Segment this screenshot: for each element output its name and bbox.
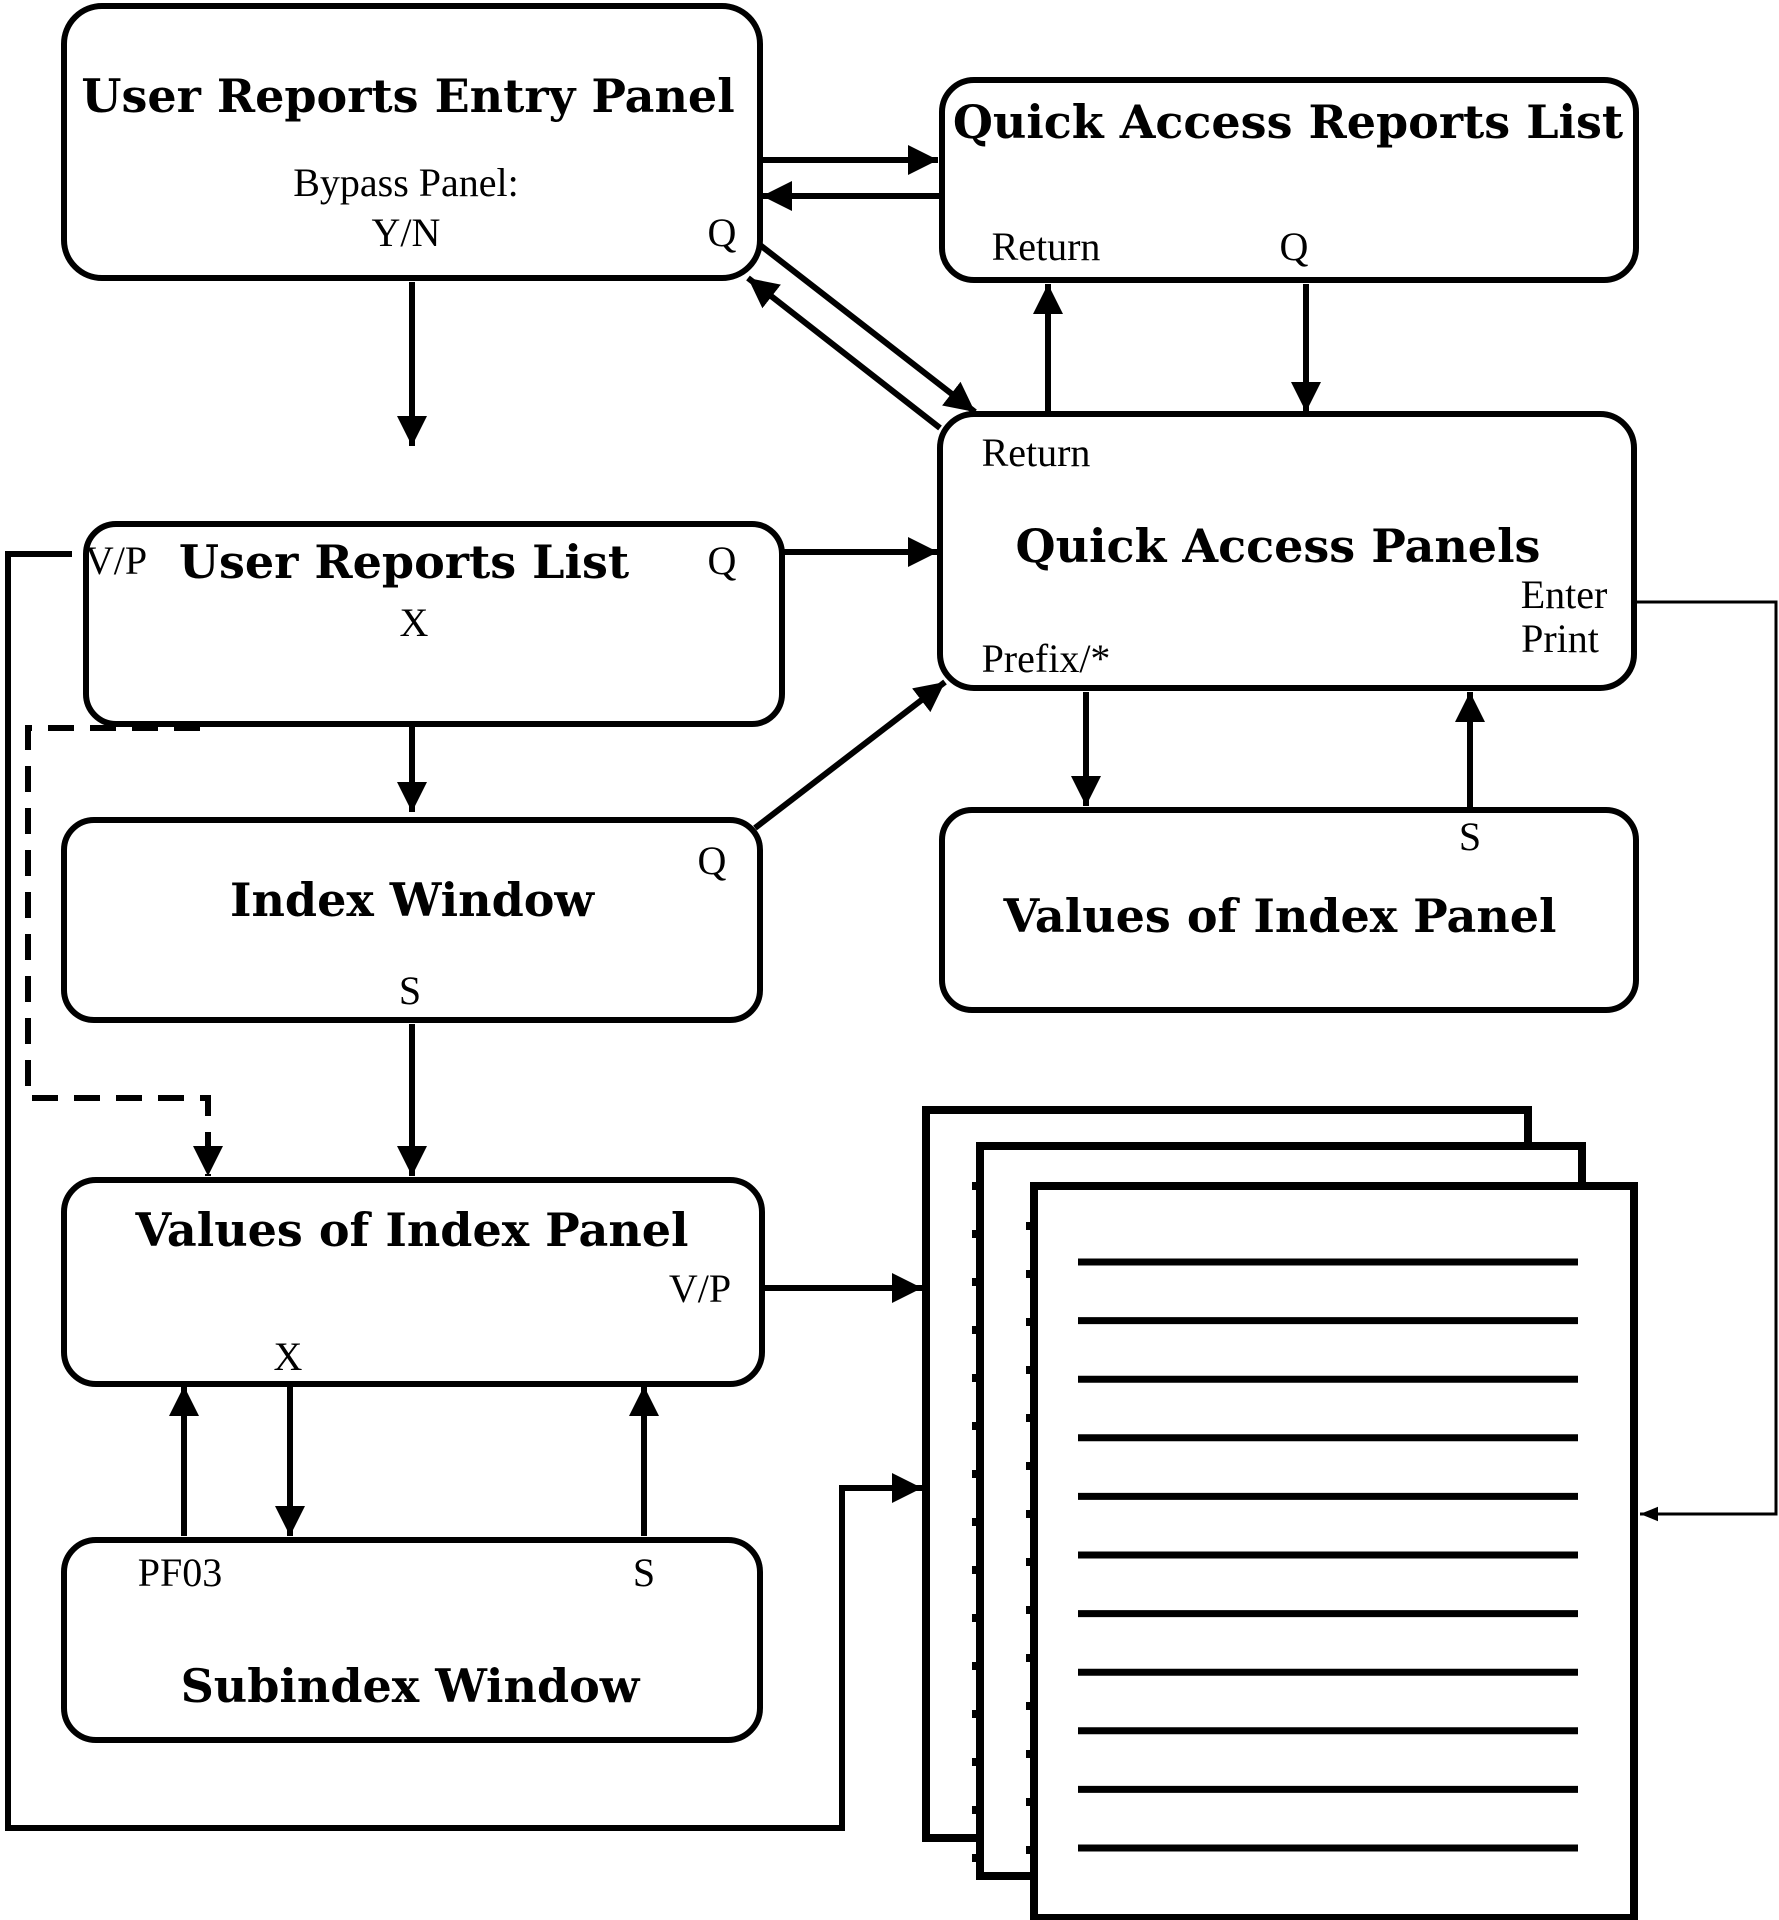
edge-index-window-q-to-qa-panels	[753, 679, 947, 831]
vp-key-label: V/P	[669, 1266, 731, 1311]
page-edge-tick	[1026, 1366, 1034, 1374]
report-pages-stack	[922, 1106, 1638, 1920]
panel-index-window: Q Index Window S	[61, 817, 763, 1023]
panel-values-of-index-right: S Values of Index Panel	[939, 807, 1639, 1013]
panel-title: User Reports Entry Panel	[81, 69, 734, 123]
x-key-label: X	[400, 600, 429, 645]
s-key-label: S	[1459, 814, 1481, 859]
print-key-label: Print	[1521, 616, 1599, 661]
page-edge-tick	[1026, 1558, 1034, 1566]
page-edge-tick	[1026, 1222, 1034, 1230]
edge-qa-panels-print-to-report	[1636, 600, 1778, 1522]
page-edge-tick	[1026, 1510, 1034, 1518]
bypass-label: Bypass Panel:	[293, 160, 519, 205]
panel-title: Values of Index Panel	[134, 1203, 688, 1257]
page-edge-tick	[972, 1662, 980, 1670]
page-edge-tick	[972, 1854, 980, 1862]
page-edge-tick	[1026, 1462, 1034, 1470]
return-key-label: Return	[992, 224, 1101, 269]
panel-quick-access-reports-list: Quick Access Reports List Return Q	[939, 77, 1639, 283]
page-edge-tick	[972, 1566, 980, 1574]
panel-quick-access-panels: Return Quick Access Panels Enter Print P…	[937, 411, 1637, 691]
return-key-label: Return	[982, 430, 1091, 475]
prefix-key-label: Prefix/*	[982, 636, 1111, 681]
report-text-lines	[1078, 1258, 1578, 1852]
page-edge-tick	[972, 1422, 980, 1430]
panel-user-reports-list: V/P User Reports List Q X	[83, 521, 785, 727]
page-edge-tick	[1026, 1750, 1034, 1758]
vp-key-label: V/P	[85, 538, 147, 583]
panel-user-reports-entry: User Reports Entry Panel Bypass Panel: Y…	[61, 3, 763, 281]
q-key-label: Q	[698, 838, 727, 883]
page-edge-tick	[1026, 1702, 1034, 1710]
panel-title: Subindex Window	[181, 1659, 641, 1713]
panel-title: User Reports List	[179, 535, 630, 589]
page-edge-tick	[972, 1230, 980, 1238]
edge-qa-panels-return-to-entry	[746, 275, 942, 431]
page-edge-tick	[1026, 1654, 1034, 1662]
page-edge-tick	[1026, 1270, 1034, 1278]
edge-entry-q-to-qa-panels	[758, 242, 977, 415]
page-edge-tick	[972, 1374, 980, 1382]
panel-values-of-index-left: Values of Index Panel V/P X	[61, 1177, 765, 1387]
q-key-label: Q	[708, 210, 737, 255]
page-edge-tick	[1026, 1414, 1034, 1422]
page-edge-ticks	[972, 1182, 1034, 1862]
enter-key-label: Enter	[1521, 572, 1608, 617]
page-edge-tick	[972, 1278, 980, 1286]
panel-subindex-window: PF03 S Subindex Window	[61, 1537, 763, 1743]
page-edge-tick	[1026, 1798, 1034, 1806]
x-key-label: X	[274, 1334, 303, 1379]
page-edge-tick	[972, 1806, 980, 1814]
page-edge-tick	[1026, 1318, 1034, 1326]
page-edge-tick	[1026, 1846, 1034, 1854]
s-key-label: S	[399, 968, 421, 1013]
page-edge-tick	[972, 1710, 980, 1718]
panel-title: Quick Access Panels	[1016, 519, 1541, 573]
pf03-key-label: PF03	[138, 1550, 223, 1595]
page-edge-tick	[972, 1182, 980, 1190]
page-edge-tick	[1026, 1606, 1034, 1614]
panel-title: Values of Index Panel	[1002, 889, 1556, 943]
page-edge-tick	[972, 1518, 980, 1526]
q-key-label: Q	[1280, 224, 1309, 269]
bypass-value: Y/N	[372, 210, 441, 255]
page-edge-tick	[972, 1614, 980, 1622]
panel-title: Index Window	[230, 873, 595, 927]
s-key-label: S	[633, 1550, 655, 1595]
edge-vp-outer-to-report	[5, 551, 922, 1831]
page-edge-tick	[972, 1326, 980, 1334]
page-edge-tick	[972, 1470, 980, 1478]
page-edge-tick	[972, 1758, 980, 1766]
q-key-label: Q	[708, 538, 737, 583]
panel-title: Quick Access Reports List	[953, 95, 1624, 149]
